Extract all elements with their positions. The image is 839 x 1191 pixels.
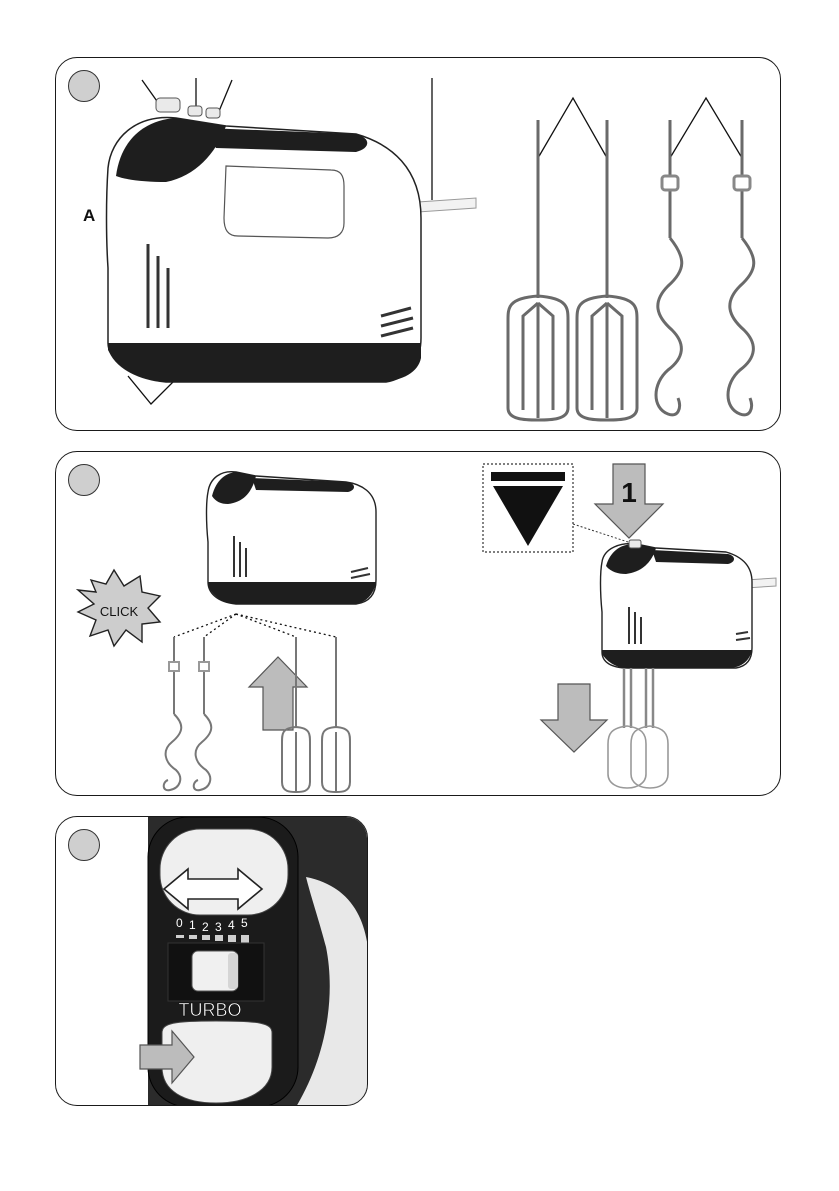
hooks-pair [164, 637, 212, 790]
eject-button [156, 98, 180, 112]
speed-tick-1: 1 [189, 918, 196, 932]
attach-steps-drawing: CLICK 1 [56, 452, 782, 797]
mixer-right [601, 540, 777, 788]
dough-hooks [656, 120, 754, 415]
panel-speed-control: 0 1 2 3 4 5 TURBO [55, 816, 368, 1106]
panel-marker-3 [68, 829, 100, 861]
speed-tick-4: 4 [228, 918, 235, 932]
speed-tick-3: 3 [215, 920, 222, 934]
speed-switch [188, 106, 202, 116]
mixer-left [207, 472, 377, 604]
panel-attach-accessories: CLICK 1 [55, 451, 781, 796]
speed-tick-0: 0 [176, 916, 183, 930]
insert-up-arrow [249, 657, 307, 730]
hand-mixer [107, 98, 477, 382]
click-burst: CLICK [78, 570, 160, 646]
mixer-overview-drawing [56, 58, 782, 432]
insertion-guides [174, 614, 336, 637]
panel-product-overview: A [55, 57, 781, 431]
step-number: 1 [621, 477, 637, 508]
turbo-button [206, 108, 220, 118]
turbo-label: TURBO [179, 1000, 242, 1020]
speed-tick-2: 2 [202, 920, 209, 934]
speed-control-drawing: 0 1 2 3 4 5 TURBO [56, 817, 368, 1106]
click-text: CLICK [100, 604, 139, 619]
release-down-arrow [541, 684, 607, 752]
speed-tick-5: 5 [241, 916, 248, 930]
beaters [508, 120, 637, 420]
